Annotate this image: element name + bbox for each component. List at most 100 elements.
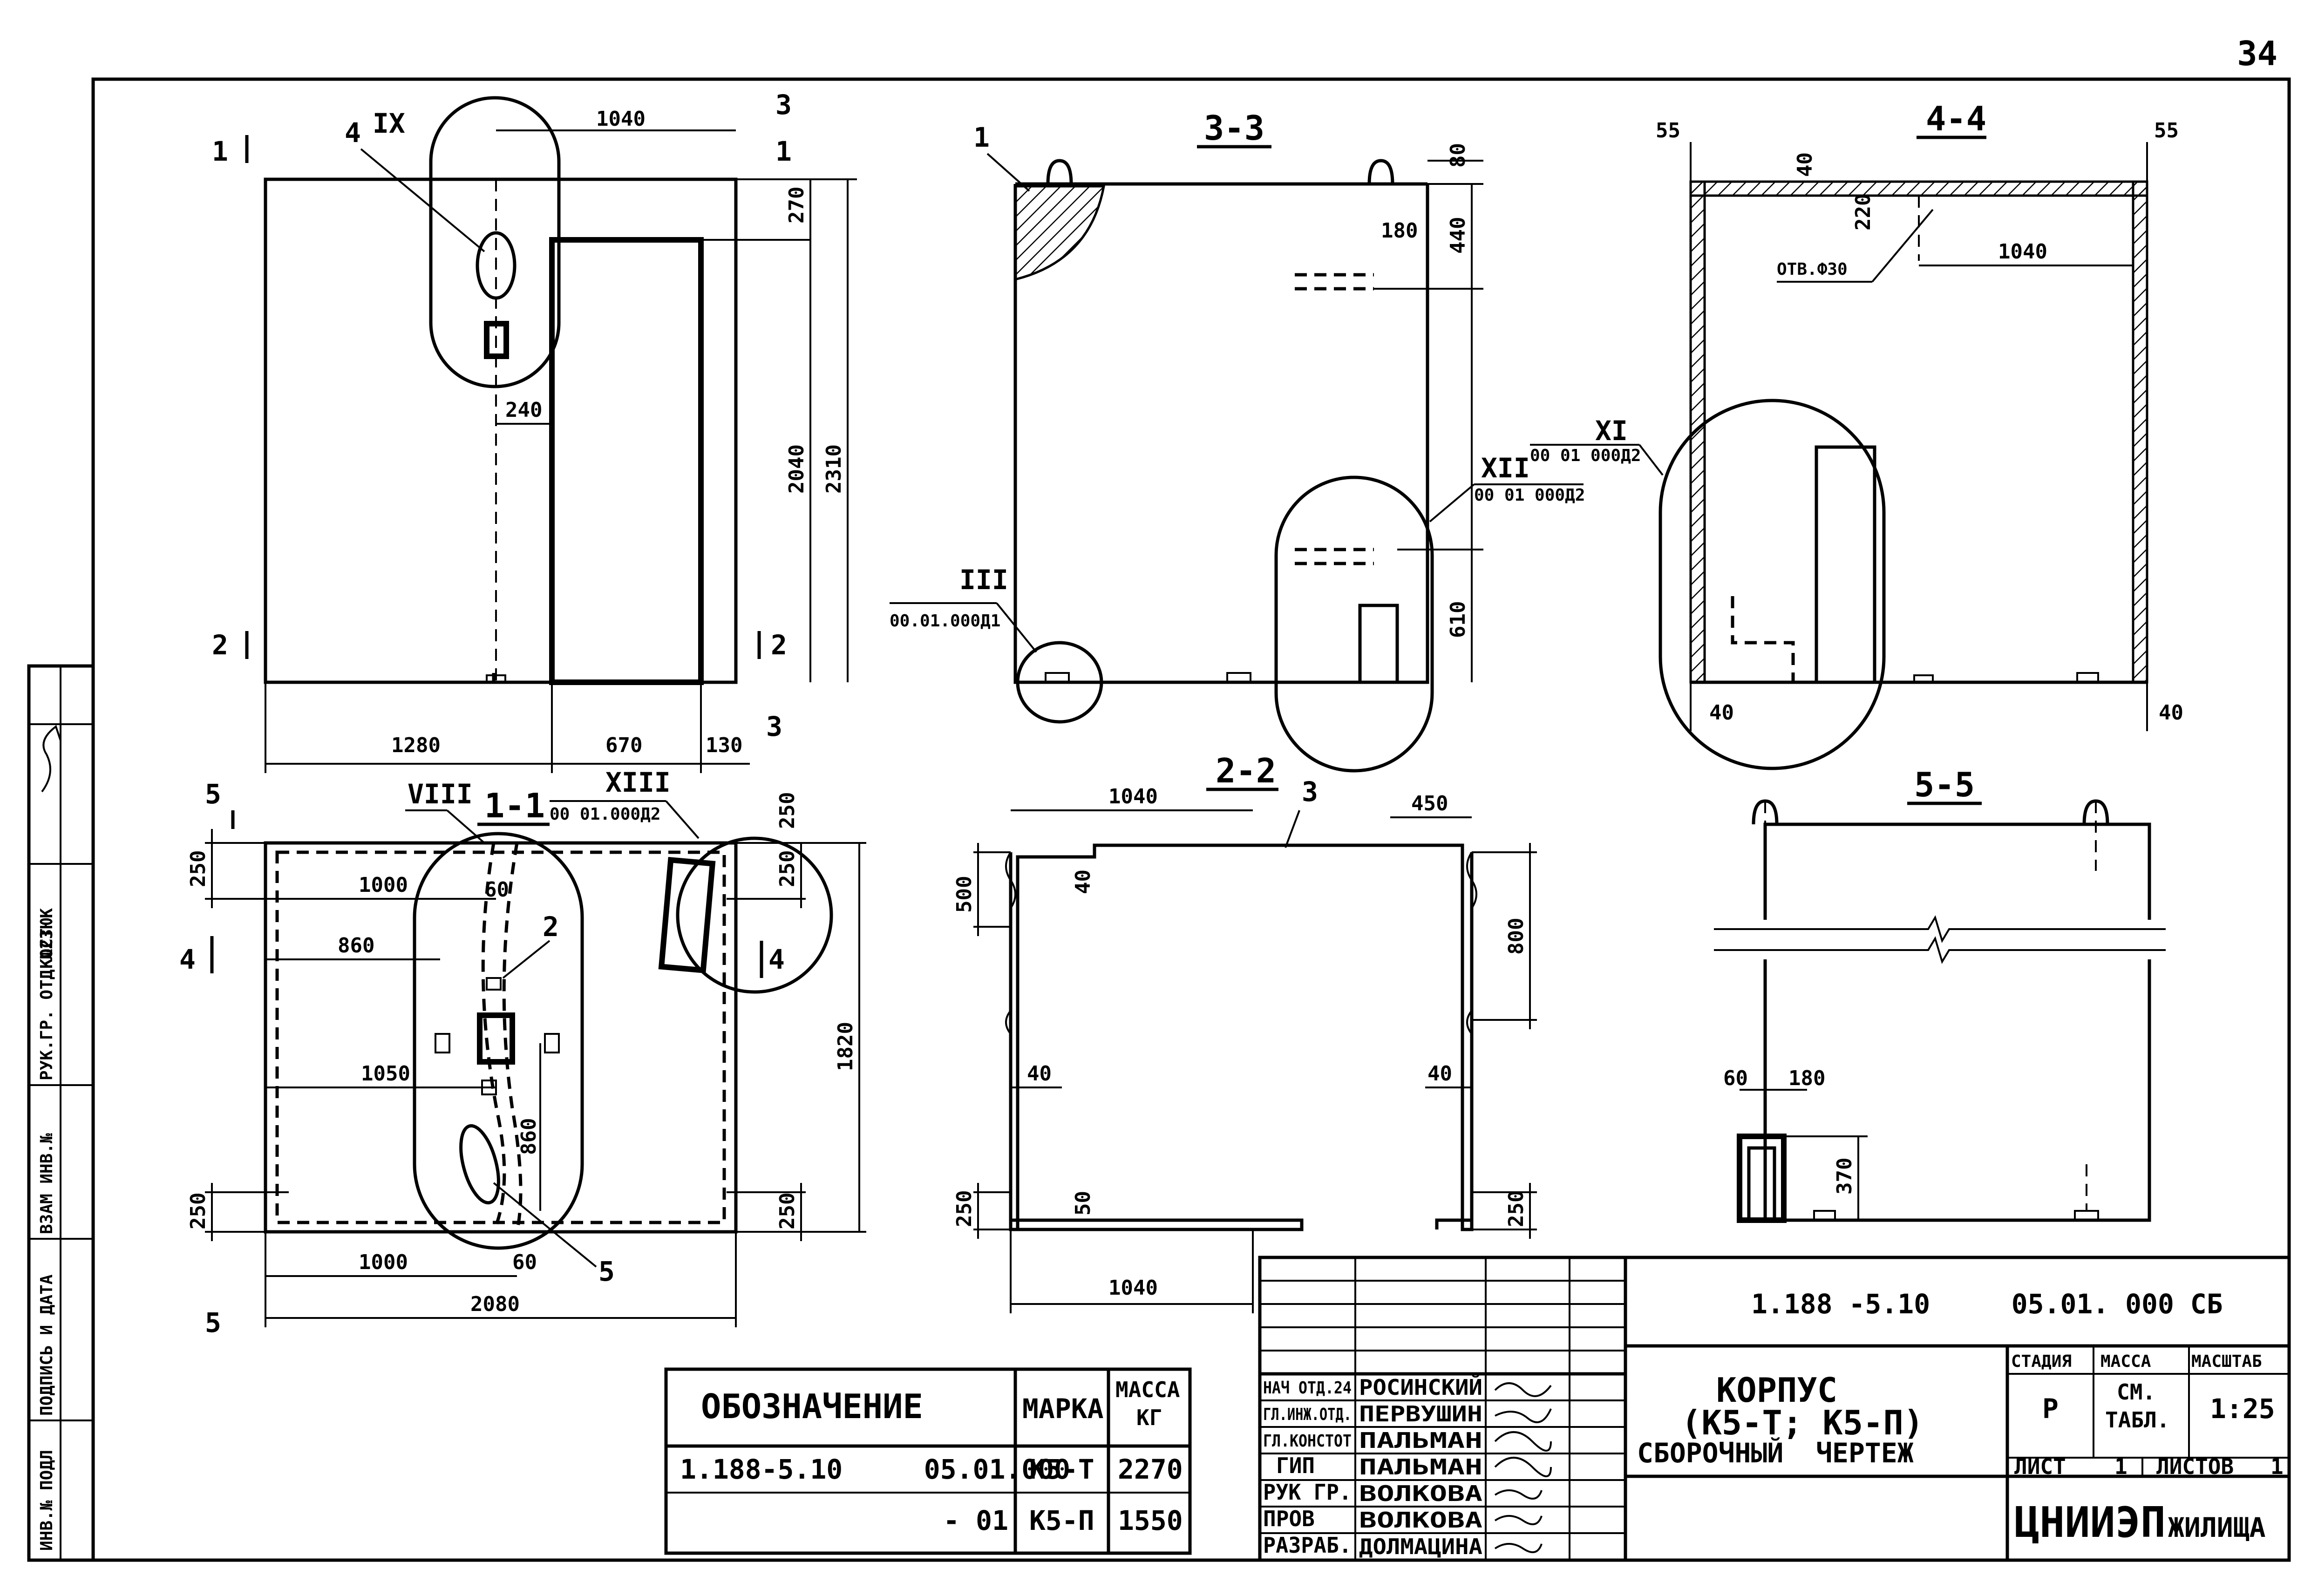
section-1-1-title: 1-1 — [484, 786, 545, 825]
section-1-1: 1-1 5 5 4 4 VIII XIII 00 01.000Д2 2 5 — [179, 767, 866, 1338]
detail-ix-label: IX — [373, 108, 405, 139]
scale-label: МАСШТАБ — [2191, 1352, 2262, 1371]
section-1-1-mark-5: 5 — [205, 778, 221, 810]
section-2-2-title: 2-2 — [1216, 751, 1276, 790]
front-dim-bottom-mid: 670 — [605, 733, 642, 757]
mass-table: ОБОЗНАЧЕНИЕ МАРКА МАССА КГ 1.188-5.10 05… — [664, 1367, 1192, 1555]
front-dim-total-h: 2310 — [822, 444, 846, 494]
mass-value-1: СМ. — [2117, 1379, 2155, 1405]
mass-table-row-1-designation: 1.188-5.10 05.01.000 — [680, 1453, 1070, 1485]
mass-table-header-mass-1: МАССА — [1115, 1377, 1180, 1402]
detail-xiii-ref: 00 01.000Д2 — [550, 805, 660, 824]
detail-xi-ref: 00 01 000Д2 — [1530, 446, 1641, 465]
section-3-3-pos-1: 1 — [973, 122, 990, 153]
section-1-1-dim-e250c: 250 — [186, 1193, 210, 1229]
role-4: ГИП — [1276, 1453, 1315, 1478]
section-2-2-dim-b250b: 250 — [1504, 1190, 1528, 1227]
signatures — [1494, 1382, 1552, 1553]
stamp-vzam-inv: ВЗАМ ИНВ.№ — [37, 1133, 56, 1234]
section-3-3-dim-h1: 440 — [1446, 217, 1470, 254]
section-1-1-dim-60a: 60 — [484, 878, 509, 902]
stamp-kostyuk: КОСТЮК — [37, 908, 56, 969]
stamp-signature-date: ПОДПИСЬ И ДАТА — [37, 1274, 56, 1416]
name-6: ВОЛКОВА — [1359, 1508, 1482, 1533]
sheet-number: 34 — [2237, 34, 2277, 73]
front-mark-2: 2 — [212, 629, 228, 661]
sheet-label: ЛИСТ — [2014, 1454, 2066, 1479]
section-2-2-dim-top: 1040 — [1108, 785, 1158, 808]
detail-xiii-label: XIII — [605, 767, 671, 798]
section-3-3-dim-w: 180 — [1381, 219, 1418, 243]
role-5: РУК ГР. — [1263, 1480, 1352, 1505]
section-1-1-dim-e250b: 250 — [775, 850, 799, 887]
section-2-2-dim-b50: 50 — [1071, 1191, 1095, 1216]
section-4-4-dim-right: 55 — [2154, 119, 2179, 143]
section-4-4-dim-br: 40 — [2159, 701, 2183, 725]
sheet-number-value: 1 — [2114, 1454, 2127, 1479]
section-2-2: 2-2 3 1040 450 500 40 800 40 40 250 50 — [952, 751, 1537, 1313]
stamp-signature — [41, 725, 61, 793]
stamp-ruk-gr: РУК.ГР. ОТД №23 — [37, 929, 56, 1080]
name-3: ПАЛЬМАН — [1359, 1428, 1482, 1453]
sheets-count-value: 1 — [2270, 1454, 2284, 1479]
section-1-1-dim-860: 860 — [338, 934, 374, 958]
role-3: ГЛ.КОНСТОТ — [1263, 1432, 1352, 1451]
section-2-2-dim-right-top: 450 — [1411, 792, 1448, 815]
section-4-4-dim-depth: 220 — [1851, 194, 1875, 231]
section-5-5-dim-60: 60 — [1723, 1066, 1748, 1090]
section-2-2-dim-t40c: 40 — [1427, 1062, 1452, 1086]
section-5-5: 5-5 60 180 370 — [1714, 765, 2166, 1223]
doc-number: 1.188 -5.10 05.01. 000 СБ — [1751, 1288, 2223, 1320]
title-line-3: СБОРОЧНЫЙ ЧЕРТЕЖ — [1637, 1437, 1914, 1469]
section-1-1-pos-5: 5 — [598, 1256, 615, 1287]
section-1-1-dim-1820: 1820 — [834, 1022, 857, 1071]
section-1-1-mark-4-right: 4 — [768, 944, 785, 975]
name-1: РОСИНСКИЙ — [1359, 1375, 1482, 1400]
section-1-1-dim-860v: 860 — [517, 1118, 541, 1155]
section-2-2-dim-bottom: 1040 — [1108, 1276, 1158, 1300]
front-dim-right-top: 270 — [785, 187, 809, 224]
section-2-2-pos-3: 3 — [1302, 776, 1318, 808]
section-1-1-mark-5-bottom: 5 — [205, 1307, 221, 1338]
role-6: ПРОВ — [1263, 1506, 1315, 1531]
section-2-2-dim-b250a: 250 — [952, 1190, 976, 1227]
section-4-4-dim-w: 1040 — [1998, 240, 2047, 264]
name-5: ВОЛКОВА — [1359, 1481, 1482, 1506]
scale-value: 1:25 — [2210, 1393, 2275, 1425]
front-mark-1: 1 — [212, 136, 228, 167]
mass-value-2: ТАБЛ. — [2105, 1407, 2169, 1433]
mass-table-header-mark: МАРКА — [1022, 1393, 1104, 1425]
mass-table-row-1-mark: К5-Т — [1029, 1453, 1094, 1485]
front-dim-bottom-left: 1280 — [391, 733, 441, 757]
title-block: НАЧ ОТД.24 РОСИНСКИЙ ГЛ.ИНЖ.ОТД. ПЕРВУШИ… — [1258, 1256, 2291, 1562]
hole-label: ОТВ.Ф30 — [1777, 260, 1848, 279]
detail-xi-label: XI — [1595, 415, 1628, 447]
role-2: ГЛ.ИНЖ.ОТД. — [1263, 1405, 1352, 1424]
stamp-inv-podl: ИНВ.№ ПОДЛ — [37, 1450, 56, 1551]
section-4-4-dim-t: 40 — [1793, 152, 1817, 177]
section-1-1-dim-1050: 1050 — [361, 1062, 410, 1086]
section-2-2-dim-h500: 500 — [952, 876, 976, 913]
front-position-4: 4 — [345, 117, 361, 149]
front-dim-top: 1040 — [596, 107, 646, 131]
name-7: ДОЛМАЦИНА — [1359, 1534, 1482, 1559]
section-3-3: 3-3 1 III 00.01.000Д1 XII 00 01 000Д2 80… — [890, 109, 1585, 773]
detail-iii-label: III — [959, 564, 1008, 596]
section-1-1-pos-2: 2 — [543, 911, 559, 943]
section-4-4-title: 4-4 — [1926, 99, 1986, 138]
section-4-4: 4-4 ОТВ.Ф30 XI 00 01 000Д2 55 55 40 220 … — [1530, 99, 2183, 770]
sheets-label: ЛИСТОВ — [2156, 1454, 2234, 1479]
org-name-2: ЖИЛИЩА — [2168, 1512, 2266, 1543]
title-line-1: КОРПУС — [1716, 1371, 1837, 1410]
section-4-4-dim-bl: 40 — [1709, 701, 1734, 725]
mass-table-row-2-mass: 1550 — [1118, 1505, 1183, 1536]
front-mark-1-right: 1 — [775, 136, 792, 167]
section-2-2-dim-h800: 800 — [1504, 918, 1528, 955]
name-2: ПЕРВУШИН — [1359, 1401, 1482, 1426]
section-1-1-dim-e250a: 250 — [186, 850, 210, 887]
role-1: НАЧ ОТД.24 — [1263, 1379, 1352, 1398]
section-1-1-dim-e250e: 250 — [775, 792, 799, 829]
detail-xii-ref: 00 01 000Д2 — [1474, 486, 1585, 505]
stage-value: Р — [2042, 1393, 2059, 1425]
